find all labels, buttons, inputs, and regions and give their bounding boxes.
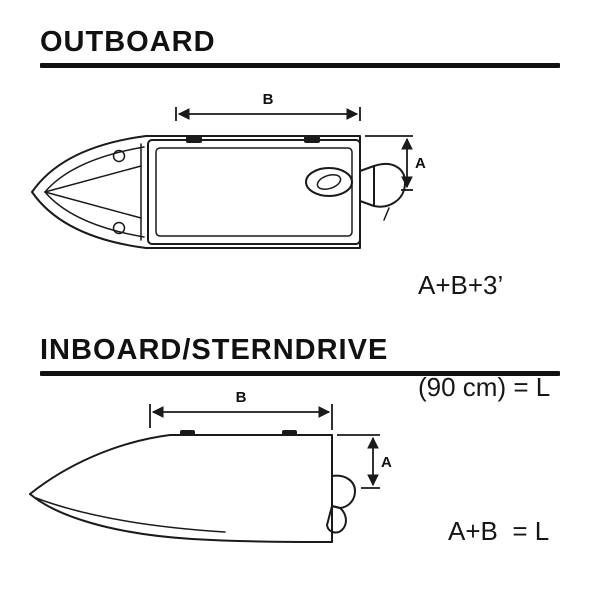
inboard-dimensions: B A [149,389,392,489]
hull-bottom-line [29,493,333,543]
inboard-formula: A+B = L [448,516,550,546]
deck-cleat-mark-left [180,430,195,436]
outboard-formula: A+B+3’ (90 cm) = L [418,200,550,472]
engine-well-oval [305,167,353,197]
inner-sheer-bottom [44,191,145,238]
outboard-motor-cowl [373,163,407,208]
outboard-formula-line2: (90 cm) = L [418,372,551,402]
outboard-motor-fin [383,207,390,221]
inboard-boat-drawing [29,430,356,543]
dimension-b-label: B [236,389,247,406]
dimension-b-label: B [263,91,274,108]
outboard-divider [40,63,560,68]
inboard-side-view-diagram: B A [29,389,392,543]
inboard-section-title: INBOARD/STERNDRIVE [40,334,389,366]
outboard-motor-bracket [359,165,375,207]
bow-v-line-top [44,165,142,193]
outboard-section-title: OUTBOARD [40,26,216,58]
chine-line [35,497,226,533]
bow-cleat-circle-top [112,149,126,163]
outboard-formula-line1: A+B+3’ [418,270,504,300]
hull-outline [31,135,361,249]
engine-well-oval-inner [316,174,342,190]
sterndrive-lower-unit [326,505,347,534]
bow-cleat-circle-bottom [112,221,126,235]
cockpit-coaming-outer [147,139,361,245]
dimension-a-label: A [415,155,426,172]
gunwale-cleat-mark-left [186,136,202,143]
inner-sheer-top [44,146,145,193]
inboard-divider [40,371,560,376]
dimension-a-label: A [381,454,392,471]
deck-cleat-mark-right [282,430,297,436]
cockpit-coaming-inner [155,147,353,237]
outboard-dimensions: B A [175,91,426,191]
bow-v-line-bottom [44,191,142,219]
sterndrive-upper-unit [331,474,356,509]
outboard-boat-drawing [31,135,407,249]
gunwale-cleat-mark-right [304,136,320,143]
deck-sheer-line [29,434,333,495]
outboard-top-view-diagram: B A [31,91,426,249]
